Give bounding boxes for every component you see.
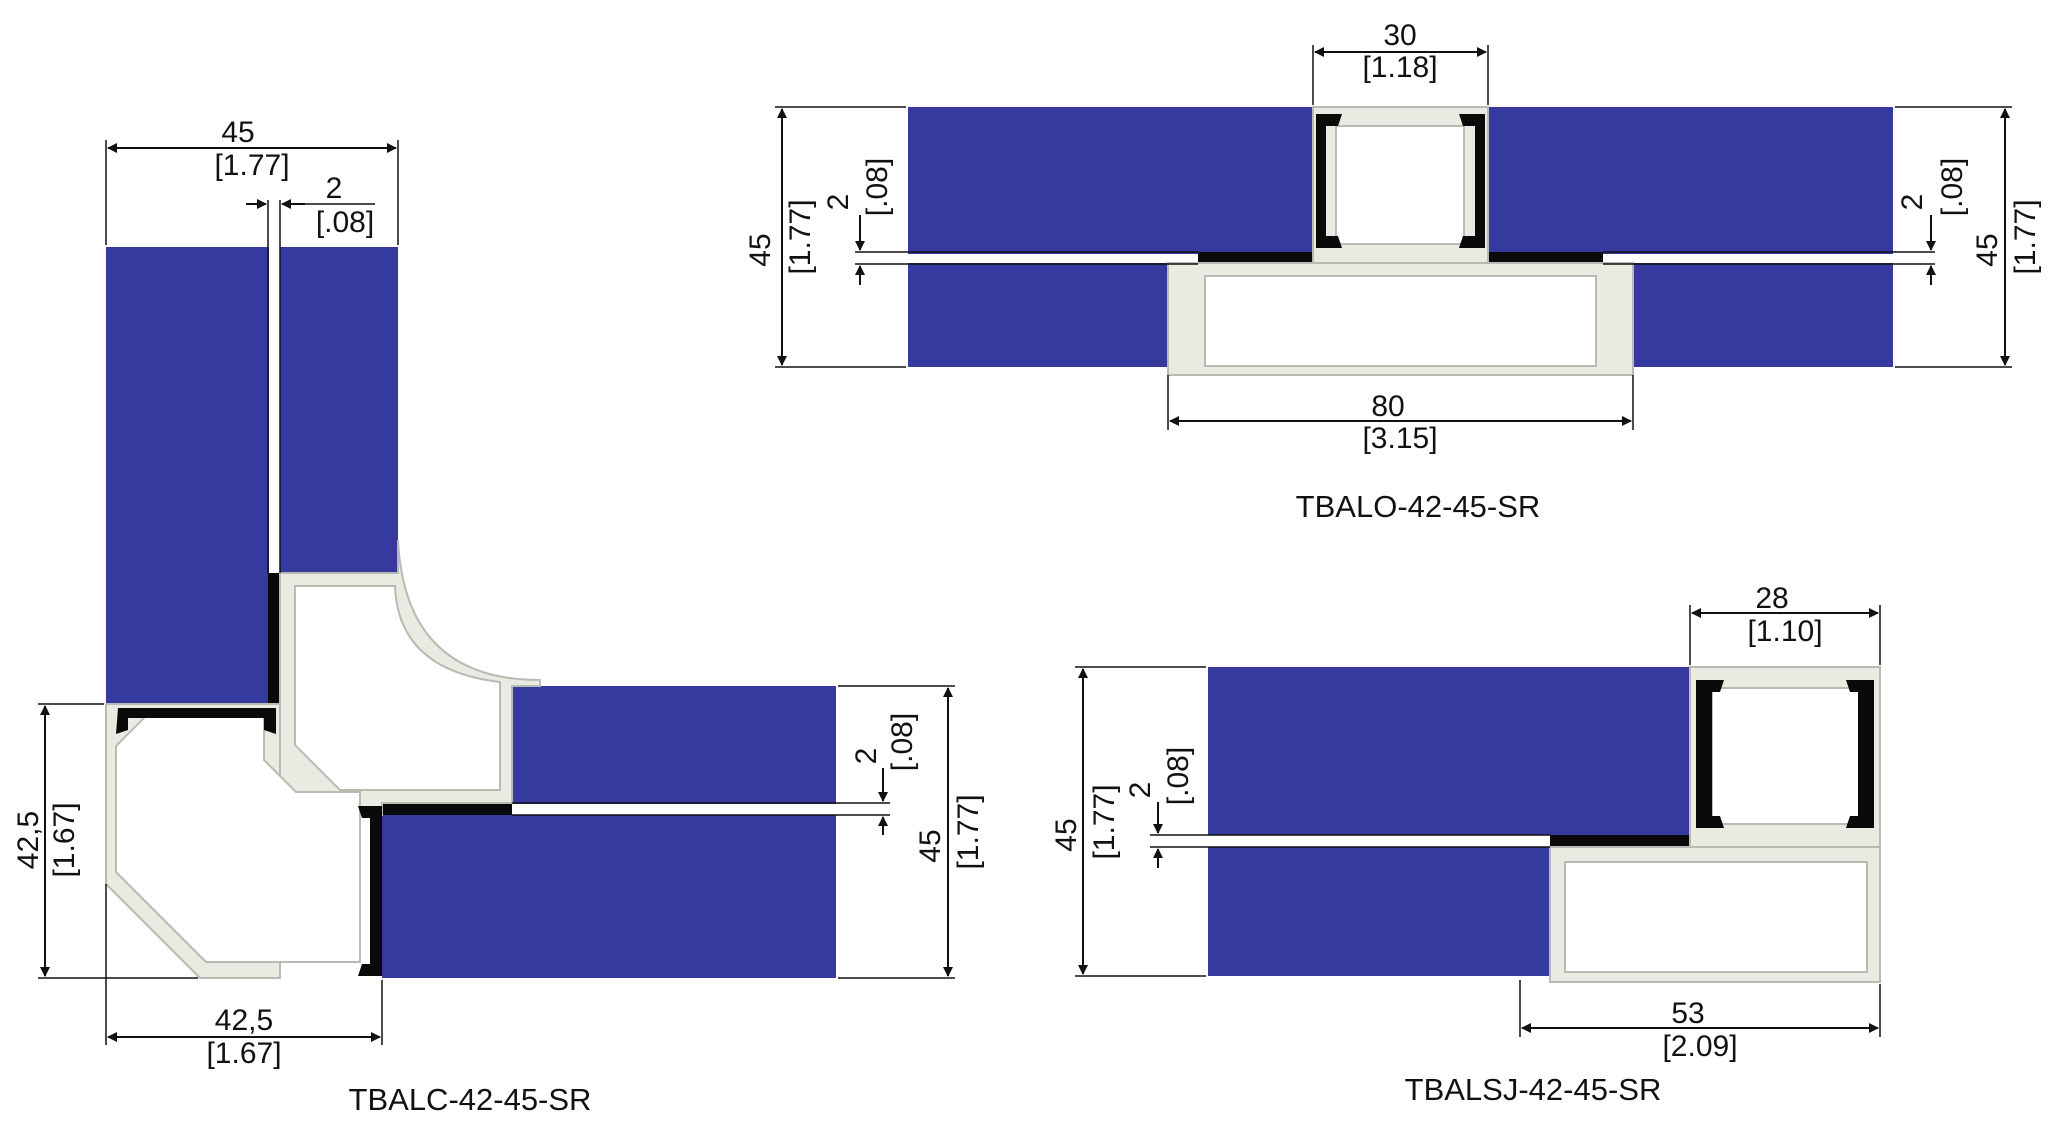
tbalo-gap-left-in: [.08] (861, 158, 894, 216)
tbalsj-top-in: [1.10] (1747, 615, 1822, 648)
tbalc-gap-top-mm: 2 (326, 172, 343, 205)
tbalo-left-mm: 45 (744, 233, 777, 266)
tbalc-top-in: [1.77] (214, 149, 289, 182)
tbalsj-model-label: TBALSJ-42-45-SR (1405, 1072, 1662, 1107)
tbalo-seal-left (1316, 114, 1342, 248)
tbalsj-bottom-in: [2.09] (1662, 1030, 1737, 1063)
tbalo-model-label: TBALO-42-45-SR (1296, 489, 1541, 524)
tbalo-gap-right-mm: 2 (1896, 194, 1929, 211)
tbalo-seal-right (1459, 114, 1485, 248)
tbalo-gasket-right (1488, 252, 1603, 264)
tbalsj-left-in: [1.77] (1088, 784, 1121, 859)
tbalc-right-mm: 45 (914, 829, 947, 862)
tbalsj-assembly: 28 [1.10] 45 [1.77] 2 [.08] 53 [2.09] TB… (1050, 582, 1881, 1107)
tbalc-left-mm: 42,5 (12, 811, 45, 869)
tbalsj-seal-left (1696, 680, 1724, 828)
tbalc-right-in: [1.77] (952, 794, 985, 869)
tbalc-assembly: 45 [1.77] 2 [.08] 42,5 [1.67] 42,5 [1.67… (12, 116, 985, 1117)
tbalc-panel-vertical-right (280, 247, 398, 573)
tbalsj-bottom-mm: 53 (1671, 997, 1704, 1030)
tbalc-panel-horizontal-upper (512, 686, 836, 804)
tbalsj-panel-lower (1208, 847, 1550, 976)
tbalc-gasket-horizontal (382, 803, 512, 815)
tbalo-panel-left-upper (908, 107, 1313, 254)
tbalc-panel-vertical-left (106, 247, 269, 704)
tbalo-gap-left-mm: 2 (822, 194, 855, 211)
tbalo-base-cavity (1204, 275, 1597, 367)
tbalc-panel-horizontal-lower (382, 815, 836, 978)
tbalo-right-in: [1.77] (2009, 199, 2042, 274)
tbalsj-top-mm: 28 (1755, 582, 1788, 615)
tbalsj-seal-right (1846, 680, 1874, 828)
tbalo-top-in: [1.18] (1362, 51, 1437, 84)
tbalc-model-label: TBALC-42-45-SR (349, 1082, 592, 1117)
tbalo-right-mm: 45 (1971, 233, 2004, 266)
tbalsj-connector-cavity (1711, 687, 1861, 825)
tbalc-bottom-mm: 42,5 (215, 1004, 273, 1037)
tbalc-left-in: [1.67] (48, 802, 81, 877)
tbalo-gasket-left (1198, 252, 1313, 264)
tbalc-seal-top (116, 708, 276, 734)
tbalc-gap-top-in: [.08] (316, 206, 374, 239)
tbalsj-base-cavity (1564, 861, 1868, 973)
tbalo-panel-right-lower (1603, 263, 1893, 367)
tbalc-gasket-vertical (268, 573, 280, 703)
tbalc-bottom-in: [1.67] (206, 1037, 281, 1070)
tbalo-left-in: [1.77] (784, 199, 817, 274)
tbalo-connector-cavity (1335, 125, 1465, 245)
tbalc-inner-corner-cavity (294, 585, 501, 791)
tbalsj-gap-mm: 2 (1124, 782, 1157, 799)
tbalo-bottom-mm: 80 (1371, 390, 1404, 423)
tbalo-assembly: 30 [1.18] 45 [1.77] 2 [.08] 2 [.08] 45 [… (744, 19, 2042, 524)
tbalsj-gap-in: [.08] (1162, 747, 1195, 805)
tbalo-panel-left-lower (908, 263, 1198, 367)
tbalc-gap-right-mm: 2 (850, 748, 883, 765)
tbalo-bottom-in: [3.15] (1362, 422, 1437, 455)
tbalo-gap-right-in: [.08] (1936, 158, 1969, 216)
tbalc-top-mm: 45 (221, 116, 254, 149)
tbalo-panel-right-upper (1488, 107, 1893, 254)
tbalsj-panel-upper (1208, 667, 1690, 835)
tbalc-seal-right (358, 806, 382, 976)
tbalc-gap-right-in: [.08] (886, 713, 919, 771)
tbalsj-gasket (1550, 835, 1690, 847)
tbalsj-left-mm: 45 (1050, 818, 1083, 851)
tbalo-top-mm: 30 (1383, 19, 1416, 52)
